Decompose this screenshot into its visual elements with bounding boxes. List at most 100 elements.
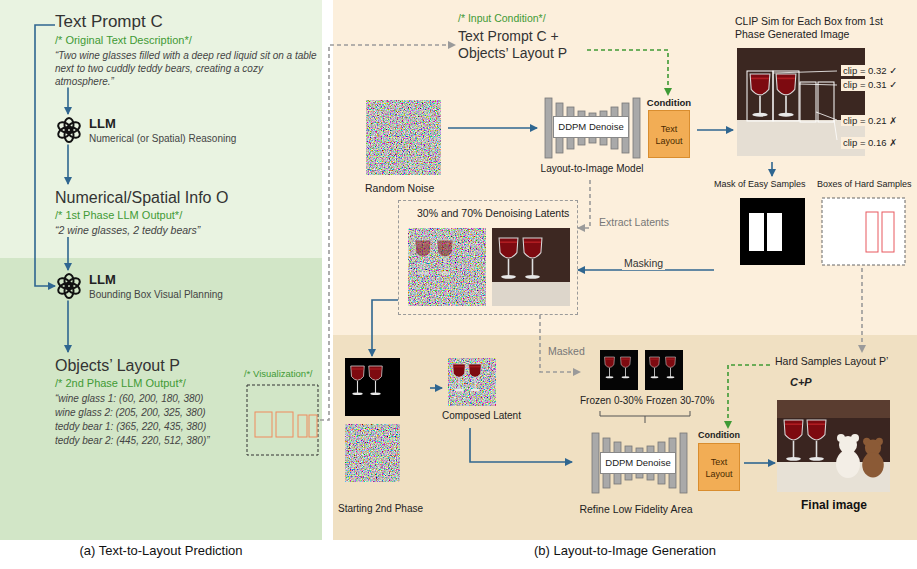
- layout-line: teddy bear 2: (445, 220, 512, 380)”: [55, 435, 210, 447]
- connector: [67, 301, 69, 352]
- starting-images: Starting 2nd Phase: [338, 356, 430, 516]
- hard-boxes-image-part: [866, 212, 878, 252]
- clip-image: CLIP Sim for Each Box from 1st Phase Gen…: [733, 15, 913, 162]
- panel: (b) Layout-to-Image Generation /* Input C…: [333, 0, 917, 569]
- quote-text: “2 wine glasses, 2 teddy bears”: [55, 224, 200, 237]
- generated-image-part-part: [773, 71, 837, 73]
- latent-images-part-part: [437, 240, 453, 275]
- latent-images-part: [415, 240, 453, 275]
- starting-images-part: [369, 366, 383, 395]
- final-image: Final image: [775, 398, 893, 520]
- panel-caption: (b) Layout-to-Image Generation: [333, 543, 917, 559]
- frozen-images-part: [645, 350, 683, 390]
- final-image: [777, 400, 890, 492]
- noise-image: Random Noise: [360, 98, 448, 198]
- composed-latent-image-part: [453, 364, 466, 391]
- image-caption: Random Noise: [365, 182, 434, 195]
- connector: [697, 129, 733, 131]
- clip-score: clip = 0.21 ✗: [841, 115, 899, 126]
- frozen-images-part: [621, 357, 631, 378]
- final-image-part: [777, 400, 890, 492]
- condition-box: Text Layout: [698, 443, 740, 491]
- llm-task: Bounding Box Visual Planning: [89, 289, 223, 301]
- image-caption: Boxes of Hard Samples: [817, 179, 912, 190]
- easy-mask-image-part: [749, 213, 764, 251]
- connector: [67, 145, 69, 184]
- note-text: Hard Samples Layout P’: [775, 355, 888, 368]
- edge-label-anchor: Masking: [622, 253, 665, 271]
- connector: [67, 88, 69, 114]
- layout-line: teddy bear 1: (365, 220, 435, 380): [55, 421, 206, 433]
- panel-caption: (a) Text-to-Layout Prediction: [0, 543, 322, 559]
- llm-block: LLMNumerical (or Spatial) Reasoning: [55, 114, 285, 145]
- condition-heading: Condition: [643, 97, 695, 108]
- code-comment: /* Visualization*/: [244, 368, 312, 379]
- final-image-part: [777, 400, 890, 418]
- final-image-part: [784, 420, 803, 461]
- mask-image: Mask of Easy Samples: [714, 176, 809, 268]
- hard-boxes-image-part: [882, 212, 894, 252]
- easy-mask-image-part: [740, 198, 805, 265]
- hard-layout-note: Hard Samples Layout P’ C+P: [770, 352, 910, 394]
- condition-text: Text Prompt C + Objects’ Layout P: [458, 28, 583, 62]
- generated-image-part: [747, 71, 834, 122]
- image-caption: Frozen 0-30%: [580, 395, 643, 407]
- code-comment: /* Original Text Description*/: [55, 34, 192, 47]
- edge-label: Masked: [546, 345, 587, 358]
- generated-image-part-part: [747, 71, 773, 121]
- easy-mask-image-part: [767, 213, 782, 251]
- edge-label: Masking: [622, 257, 665, 270]
- connector: [67, 237, 69, 270]
- final-image-part: [807, 420, 826, 461]
- condition-block: ConditionText Layout: [696, 428, 742, 494]
- latent-images-part: [492, 282, 570, 306]
- llm-name: LLM: [89, 272, 116, 288]
- image-caption: Frozen 30-70%: [646, 395, 714, 407]
- block-title: Objects’ Layout P: [55, 356, 180, 375]
- latent-images-part: [408, 228, 486, 306]
- clip-score: clip = 0.16 ✗: [841, 137, 899, 148]
- edge-label-anchor: Extract Latents: [597, 212, 671, 230]
- refine-model: DDPM DenoiseRefine Low Fidelity AreaCond…: [572, 425, 744, 520]
- image-caption: Final image: [775, 498, 893, 512]
- final-image-part: [862, 438, 884, 478]
- frozen-images-part: [605, 357, 615, 378]
- generated-image-part-part: [773, 71, 799, 121]
- frozen-images-part: [600, 350, 638, 390]
- code-comment: /* 2nd Phase LLM Output*/: [55, 377, 186, 390]
- image-caption: Starting 2nd Phase: [338, 503, 423, 515]
- generated-image-part: [776, 74, 796, 117]
- image-title: CLIP Sim for Each Box from 1st Phase Gen…: [735, 15, 911, 41]
- edge-label: Extract Latents: [597, 216, 671, 229]
- input-condition: /* Input Condition*/ Text Prompt C + Obje…: [455, 12, 587, 62]
- easy-mask-image: [740, 198, 805, 265]
- composed-latent-image: [448, 358, 496, 406]
- edge-label-anchor: Masked: [546, 341, 587, 359]
- generated-image-part-part: [816, 112, 837, 120]
- condition-box: Text Layout: [648, 110, 690, 158]
- composed-latent: Composed Latent: [442, 356, 524, 428]
- random-noise-image: [366, 100, 441, 175]
- generated-image-part: [750, 74, 770, 117]
- image-caption: Mask of Easy Samples: [714, 179, 806, 190]
- connector: [448, 127, 537, 129]
- layout-to-image-model: DDPM DenoiseLayout-to-Image ModelConditi…: [537, 95, 697, 180]
- box-title: 30% and 70% Denoising Latents: [417, 207, 569, 220]
- model-caption: Layout-to-Image Model: [537, 163, 647, 175]
- info-block: Numerical/Spatial Info O/* 1st Phase LLM…: [55, 184, 317, 237]
- llm-name: LLM: [89, 116, 116, 132]
- code-comment: /* Input Condition*/: [458, 12, 546, 25]
- generated-image-part: [773, 71, 837, 140]
- composed-latent-image-part: [469, 364, 482, 391]
- latent-images-part: [499, 238, 518, 279]
- denoise-box: DDPM Denoise: [600, 452, 676, 474]
- code-comment: /* 1st Phase LLM Output*/: [55, 209, 182, 222]
- composed-latent-image-part: [448, 358, 496, 406]
- latent-images-part: [523, 238, 542, 279]
- layout-line: wine glass 2: (205, 200, 325, 380): [55, 407, 206, 419]
- prompt-block: Text Prompt C/* Original Text Descriptio…: [55, 12, 317, 88]
- note-text: C+P: [790, 376, 812, 389]
- final-image-part: [836, 434, 860, 478]
